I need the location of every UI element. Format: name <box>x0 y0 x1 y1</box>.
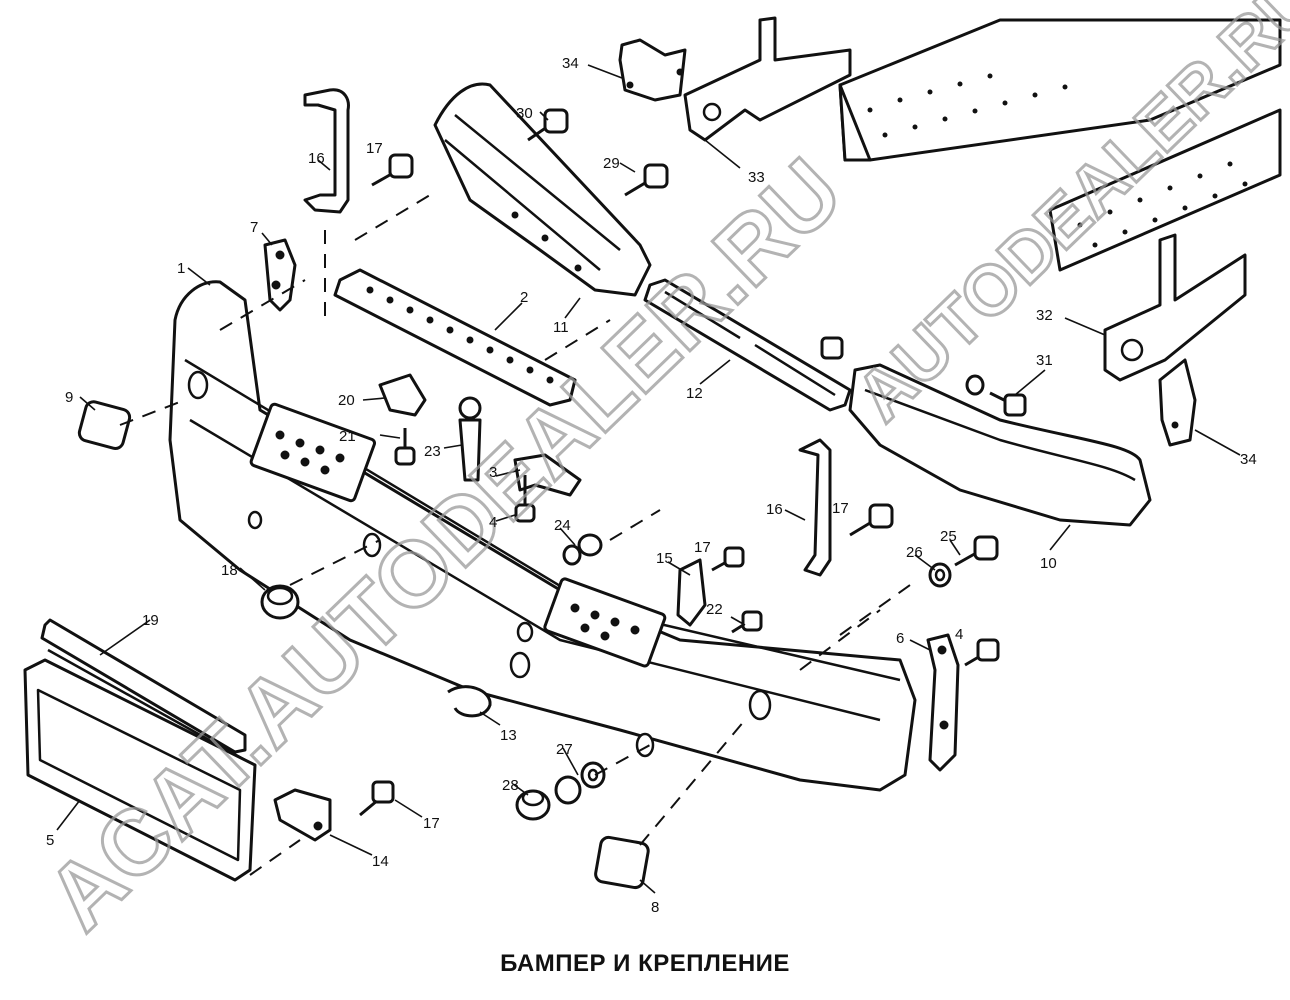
clip-13 <box>447 685 492 718</box>
label-17-top: 17 <box>366 140 383 157</box>
label-23: 23 <box>424 443 441 460</box>
label-6: 6 <box>896 630 904 647</box>
plug-18 <box>260 584 300 620</box>
nut-28 <box>515 789 551 821</box>
label-15: 15 <box>656 550 673 567</box>
label-4-left: 4 <box>489 514 497 531</box>
license-plate-frame-19 <box>40 618 247 762</box>
label-5: 5 <box>46 832 54 849</box>
bracket-20 <box>378 373 427 417</box>
bracket-6 <box>926 633 960 772</box>
washer-31 <box>965 374 985 396</box>
label-10: 10 <box>1040 555 1057 572</box>
label-7: 7 <box>250 219 258 236</box>
bumper-right-end-10 <box>848 363 1152 527</box>
frame-rail-lower <box>1048 108 1282 272</box>
label-30: 30 <box>516 105 533 122</box>
bolt-4-left <box>514 475 536 523</box>
label-17-bottom: 17 <box>423 815 440 832</box>
bolt-17-bottom <box>359 780 395 817</box>
label-11: 11 <box>553 319 569 336</box>
bracket-32 <box>1103 233 1247 382</box>
label-16-left: 16 <box>308 150 325 167</box>
assembly-lines <box>119 194 911 876</box>
label-18: 18 <box>221 562 238 579</box>
label-21: 21 <box>339 428 356 445</box>
label-19: 19 <box>142 612 159 629</box>
label-31: 31 <box>1036 352 1053 369</box>
bolt-31 <box>989 391 1027 417</box>
license-plate-bracket-5 <box>23 658 257 882</box>
label-24: 24 <box>554 517 571 534</box>
leader-lines <box>56 64 1241 894</box>
bolt-30 <box>527 108 569 142</box>
bracket-7 <box>263 238 297 312</box>
part-labels: 1 2 3 4 4 5 6 7 8 9 10 11 12 13 14 15 16… <box>46 55 1257 916</box>
bolt-17-mid <box>711 546 745 572</box>
grille-2 <box>333 268 577 407</box>
frame-rail-upper <box>838 18 1282 162</box>
bracket-3 <box>513 453 582 497</box>
cap-8 <box>594 835 650 890</box>
bracket-15 <box>676 558 707 627</box>
label-25: 25 <box>940 528 957 545</box>
label-2: 2 <box>520 289 528 306</box>
label-32: 32 <box>1036 307 1053 324</box>
label-26: 26 <box>906 544 923 561</box>
washer-26 <box>928 562 952 588</box>
bolt-17-top-left <box>371 153 414 187</box>
diagram-caption: БАМПЕР И КРЕПЛЕНИЕ <box>500 950 790 977</box>
label-17-right: 17 <box>832 500 849 517</box>
bracket-33 <box>683 16 852 142</box>
bracket-34-top <box>618 38 687 102</box>
label-8: 8 <box>651 899 659 916</box>
bolt-25 <box>954 535 999 567</box>
bolt-17-right <box>849 503 894 537</box>
label-12: 12 <box>686 385 703 402</box>
label-13: 13 <box>500 727 517 744</box>
washer-27 <box>554 761 606 805</box>
bumper-main-1 <box>168 280 917 792</box>
bolt-21 <box>394 428 416 466</box>
cap-9 <box>77 400 132 450</box>
bracket-16-left <box>303 88 350 214</box>
label-9: 9 <box>65 389 73 406</box>
bracket-16-right <box>798 438 832 577</box>
bolt-4-right <box>964 638 1000 667</box>
label-33: 33 <box>748 169 765 186</box>
label-16-right: 16 <box>766 501 783 518</box>
label-1: 1 <box>177 260 185 277</box>
tow-hook-23 <box>458 396 482 482</box>
label-4-right: 4 <box>955 626 963 643</box>
label-3: 3 <box>489 464 497 481</box>
bracket-34-right <box>1158 358 1197 447</box>
watermark-diagonal-text: ACAT.AUTODEALER.RU <box>28 140 861 950</box>
label-17-mid: 17 <box>694 539 711 556</box>
label-28: 28 <box>502 777 519 794</box>
label-14: 14 <box>372 853 389 870</box>
bolt-29 <box>624 163 669 197</box>
grille-strip-12 <box>643 278 852 412</box>
label-29: 29 <box>603 155 620 172</box>
label-34-top: 34 <box>562 55 579 72</box>
label-20: 20 <box>338 392 355 409</box>
bracket-14 <box>273 788 332 842</box>
bumper-upper-section-11 <box>433 82 652 297</box>
bolt-22 <box>731 610 763 634</box>
label-27: 27 <box>556 741 573 758</box>
nut-24 <box>562 533 603 566</box>
label-22: 22 <box>706 601 723 618</box>
label-34-right: 34 <box>1240 451 1257 468</box>
